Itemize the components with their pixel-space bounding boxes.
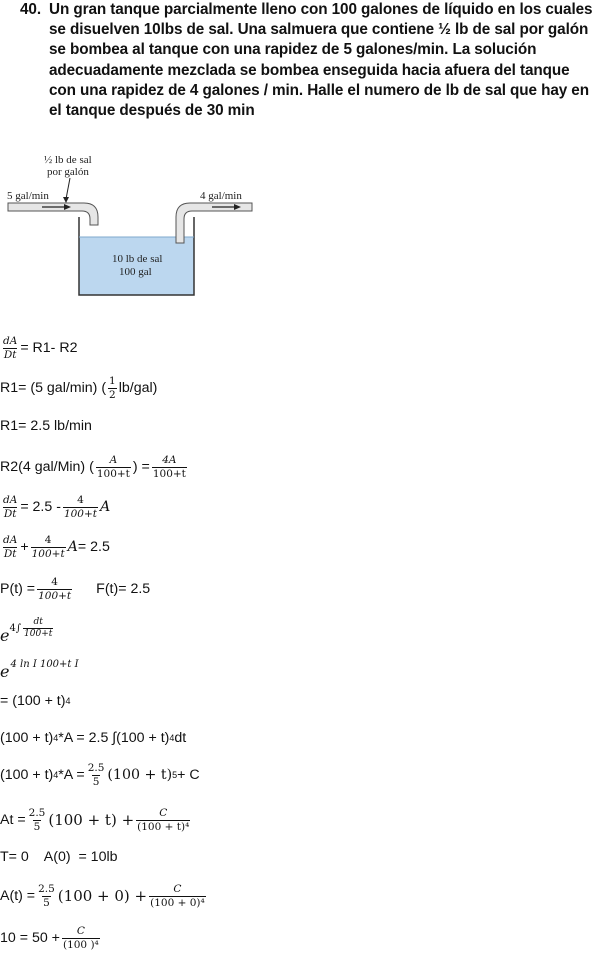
step-r1-value: R1= 2.5 lb/min <box>0 414 92 438</box>
inflow-rate-label: 5 gal/min <box>7 190 49 202</box>
euler-e: e <box>0 661 10 681</box>
variable-a: A <box>67 539 78 555</box>
problem-statement: 40. Un gran tanque parcialmente lleno co… <box>20 0 598 121</box>
step-solve-constant: 10 = 50 + C(100 )⁴ <box>0 924 102 952</box>
step-text: At = <box>0 812 26 828</box>
step-initial-condition: T= 0 A(0) = 10lb <box>0 845 118 869</box>
problem-number: 40. <box>20 1 41 18</box>
step-text: *A = 2.5 ∫(100 + t) <box>58 730 170 746</box>
exponent: 4 <box>53 733 59 743</box>
step-text: lb/gal) <box>118 380 158 396</box>
step-text: *A = <box>58 767 85 783</box>
inlet-pipe <box>7 202 99 226</box>
step-text: = 2.5 - <box>20 499 61 515</box>
step-expression: (100 + t) + <box>48 811 135 829</box>
step-expression: (100 + 0) + <box>57 887 148 905</box>
step-text: 10 = 50 + <box>0 930 60 946</box>
euler-e: e <box>0 625 10 645</box>
constant-fraction: C(100 + 0)⁴ <box>149 883 206 909</box>
outflow-rate-label: 4 gal/min <box>200 190 242 202</box>
problem-text: Un gran tanque parcialmente lleno con 10… <box>49 1 593 120</box>
step-text: = 2.5 <box>77 539 110 555</box>
step-text: R1= 2.5 lb/min <box>0 418 92 434</box>
tank-salt-label: 10 lb de sal <box>112 253 163 265</box>
exponent: 4 <box>65 696 71 706</box>
step-text: F(t)= 2.5 <box>96 581 151 597</box>
tank-diagram: ½ lb de sal por galón 5 gal/min 4 gal/mi… <box>0 145 260 305</box>
step-text: ) = <box>132 459 150 475</box>
constant-fraction: C(100 + t)⁴ <box>136 807 191 833</box>
step-text: R1= (5 gal/min) ( <box>0 380 107 396</box>
constant-fraction: C(100 )⁴ <box>61 925 100 951</box>
outflow-arrowhead <box>234 204 241 210</box>
outlet-pipe <box>175 202 253 244</box>
variable-a: A <box>100 499 111 515</box>
step-exponent-log: e 4 ln I 100+t I <box>0 656 79 686</box>
inlet-concentration-label: ½ lb de sal <box>44 154 92 166</box>
step-text: P(t) = <box>0 581 36 597</box>
concentration-pointer <box>65 177 71 200</box>
concentration-pointer-head <box>63 197 69 203</box>
exponent: 5 <box>172 770 178 780</box>
inflow-arrowhead <box>64 204 71 210</box>
step-text: T= 0 A(0) = 10lb <box>0 849 118 865</box>
step-text: = (100 + t) <box>0 693 66 709</box>
step-text: (100 + t) <box>0 730 54 746</box>
step-text: A(t) = <box>0 888 36 904</box>
step-text: R2(4 gal/Min) ( <box>0 459 94 475</box>
step-text: (100 + t) <box>0 767 54 783</box>
step-multiply-integrate: (100 + t)4 *A = 2.5 ∫(100 + t)4 dt <box>0 726 186 750</box>
step-text: dt <box>174 730 187 746</box>
tank-illustration <box>7 177 253 296</box>
step-text: + <box>20 539 29 555</box>
step-text: = R1- R2 <box>20 340 78 356</box>
exponent: 4 <box>53 770 59 780</box>
inlet-concentration-label-2: por galón <box>47 166 89 178</box>
tank-volume-label: 100 gal <box>119 266 152 278</box>
tank-liquid <box>79 237 194 295</box>
exponent: 4 <box>169 733 175 743</box>
step-text: + C <box>177 767 200 783</box>
exponent: 4 ln I 100+t I <box>10 658 79 670</box>
step-factor-result: = (100 + t)4 <box>0 689 70 713</box>
tank-wall <box>78 217 195 296</box>
step-expression: (100 + t) <box>107 767 173 783</box>
